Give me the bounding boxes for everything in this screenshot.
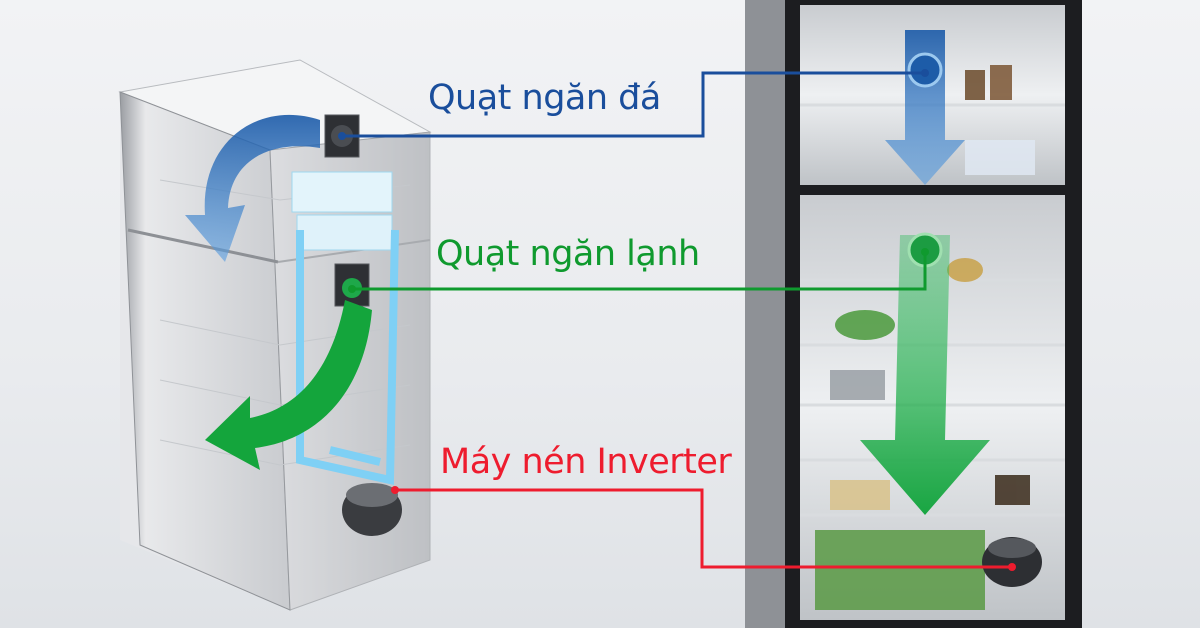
- evaporator: [291, 171, 393, 213]
- food-items: [815, 65, 1035, 610]
- freezer-fan-leader-line: [342, 71, 925, 138]
- right-fridge-open: [745, 0, 1082, 628]
- cold-air-duct: [296, 229, 399, 485]
- blue-airflow-arrow: [185, 114, 320, 262]
- blue-freezer-arrow: [885, 30, 965, 185]
- fridge-fan-label: Quạt ngăn lạnh: [436, 234, 700, 274]
- freezer-fan-label: Quạt ngăn đá: [428, 78, 661, 118]
- compressor-leader-line: [395, 488, 1012, 569]
- green-airflow-arrow: [205, 300, 372, 470]
- compressor-icon: [342, 483, 402, 536]
- compressor-icon-right: [982, 537, 1042, 587]
- green-fridge-arrow: [860, 235, 990, 515]
- fridge-fan-leader-line: [352, 252, 927, 291]
- left-fridge-cutaway: [118, 59, 432, 611]
- compressor-label: Máy nén Inverter: [440, 442, 732, 482]
